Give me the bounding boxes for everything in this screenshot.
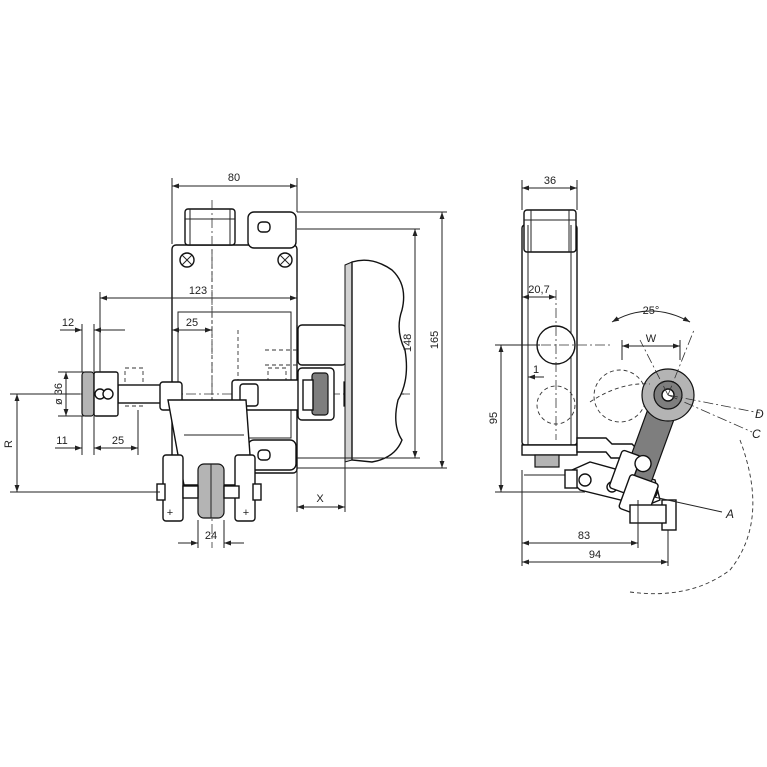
dim-side-width-36: 36 <box>544 175 556 187</box>
plunger-guide <box>297 324 347 366</box>
dim-length-123: 123 <box>189 285 207 297</box>
dim-height-165: 165 <box>429 331 441 349</box>
mounting-slot-top <box>257 221 271 233</box>
wall-break <box>351 259 408 463</box>
dim-angle-25: 25° <box>643 305 660 317</box>
side-cable-gland <box>523 209 577 253</box>
plus-symbol-left: + <box>167 507 173 519</box>
roller-ghost <box>593 369 647 423</box>
dim-height-95: 95 <box>488 412 500 424</box>
mounting-slot-bottom <box>257 449 271 461</box>
cable-gland <box>184 208 236 246</box>
roller-left <box>81 371 95 417</box>
dim-1: 1 <box>533 364 539 376</box>
mounting-bracket-top <box>247 211 297 249</box>
swing-arc <box>629 439 754 595</box>
dim-25: 25 <box>112 435 124 447</box>
dim-width-w: W <box>646 333 657 345</box>
dim-radius-r: R <box>3 440 15 448</box>
front-view: + + 80 123 25 12 ø 36 11 25 <box>3 172 447 548</box>
plus-symbol-right: + <box>243 507 249 519</box>
label-d: D <box>755 407 764 421</box>
side-base <box>534 454 560 468</box>
dim-height-148: 148 <box>402 334 414 352</box>
dim-roller-width-12: 12 <box>62 317 74 329</box>
dim-length-94: 94 <box>589 549 601 561</box>
dim-offset-25: 25 <box>186 317 198 329</box>
label-a: A <box>725 507 734 521</box>
dim-11: 11 <box>56 435 67 447</box>
screw-icon <box>179 252 195 268</box>
mounting-wall <box>344 261 353 463</box>
dim-20-7: 20,7 <box>528 284 549 296</box>
label-c: C <box>752 427 761 441</box>
screw-icon <box>277 252 293 268</box>
side-view: 36 20,7 1 95 25° W 83 94 D C A <box>488 175 764 595</box>
dim-width-80: 80 <box>228 172 240 184</box>
dim-length-83: 83 <box>578 530 590 542</box>
dim-travel-x: X <box>316 493 324 505</box>
plunger-roller <box>311 372 329 416</box>
dim-roller-24: 24 <box>205 530 217 542</box>
